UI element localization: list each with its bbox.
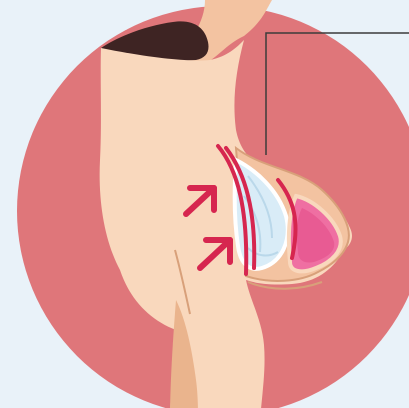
illustration-canvas <box>0 0 409 408</box>
breast-implant-illustration <box>0 0 409 408</box>
